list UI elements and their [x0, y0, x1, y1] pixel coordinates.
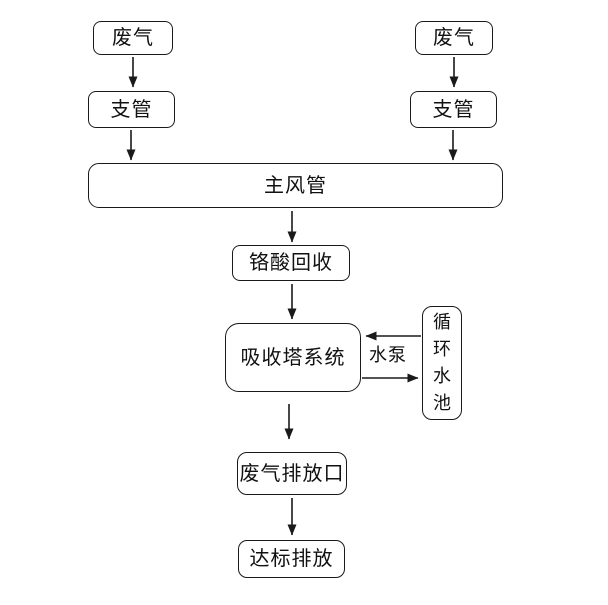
node-waste-gas-outlet: 废气排放口: [237, 452, 347, 495]
node-circulating-water-pool-label: 循环水池: [432, 312, 451, 413]
node-waste-gas-left-label: 废气: [112, 27, 154, 49]
node-branch-pipe-right: 支管: [410, 91, 497, 128]
node-chromic-acid-recovery: 铬酸回收: [232, 245, 350, 281]
node-main-duct-label: 主风管: [264, 174, 327, 197]
node-waste-gas-left: 废气: [93, 21, 173, 55]
node-compliant-discharge-label: 达标排放: [249, 548, 334, 570]
node-branch-pipe-right-label: 支管: [432, 98, 475, 121]
node-waste-gas-outlet-label: 废气排放口: [239, 462, 345, 485]
node-circulating-water-pool: 循环水池: [422, 306, 462, 420]
node-absorption-tower-system-label: 吸收塔系统: [240, 346, 346, 369]
edge-label-water-pump: 水泵: [366, 344, 410, 366]
node-branch-pipe-left-label: 支管: [110, 98, 153, 121]
node-absorption-tower-system: 吸收塔系统: [225, 323, 361, 392]
node-waste-gas-right-label: 废气: [433, 27, 475, 49]
node-chromic-acid-recovery-label: 铬酸回收: [249, 252, 333, 274]
node-compliant-discharge: 达标排放: [238, 540, 345, 578]
node-main-duct: 主风管: [88, 163, 503, 208]
node-branch-pipe-left: 支管: [88, 91, 175, 128]
node-waste-gas-right: 废气: [415, 21, 493, 55]
